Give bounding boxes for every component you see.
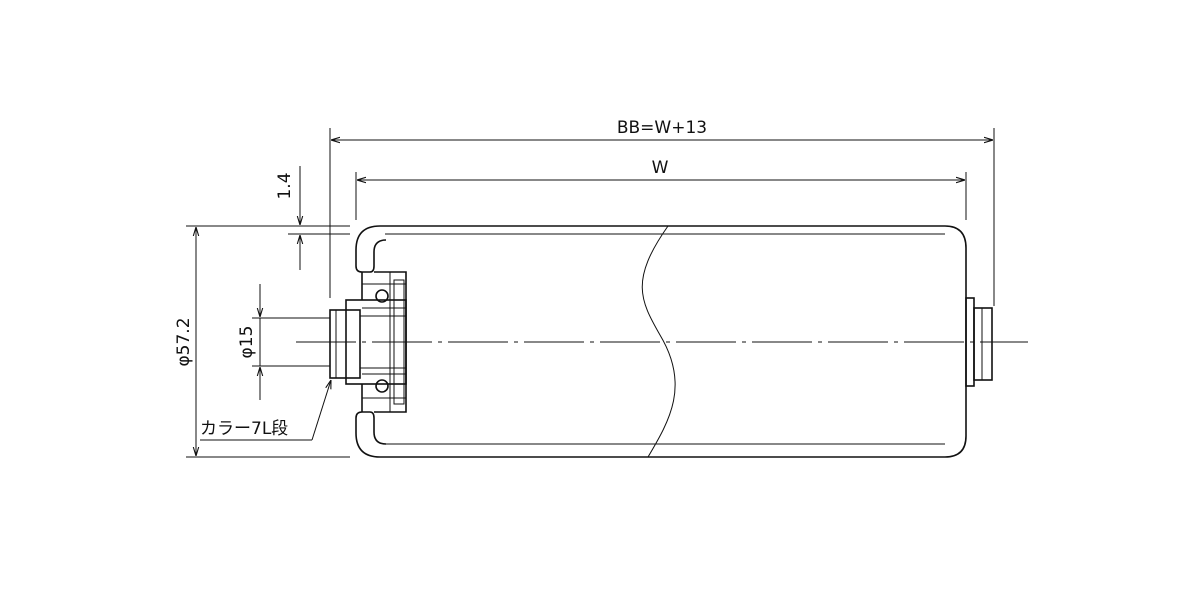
wall-offset-label: 1.4 [275, 172, 295, 199]
dimension-wall-offset: 1.4 [275, 166, 350, 270]
collar-leader: カラー7L段 [200, 380, 331, 441]
width-label: W [652, 158, 669, 178]
outer-diameter-label: φ57.2 [174, 317, 194, 366]
dimension-overall-length: BB=W+13 [329, 118, 995, 306]
dimension-width: W [355, 158, 967, 220]
bearing-ball-top [362, 283, 406, 309]
overall-length-label: BB=W+13 [617, 118, 707, 138]
roller-tube [355, 225, 967, 458]
dimension-shaft-diameter: φ15 [237, 284, 330, 400]
collar-note-label: カラー7L段 [200, 419, 288, 439]
dimension-outer-diameter: φ57.2 [174, 225, 350, 458]
shaft-diameter-label: φ15 [237, 326, 257, 359]
bearing-ball-bottom [362, 373, 406, 399]
